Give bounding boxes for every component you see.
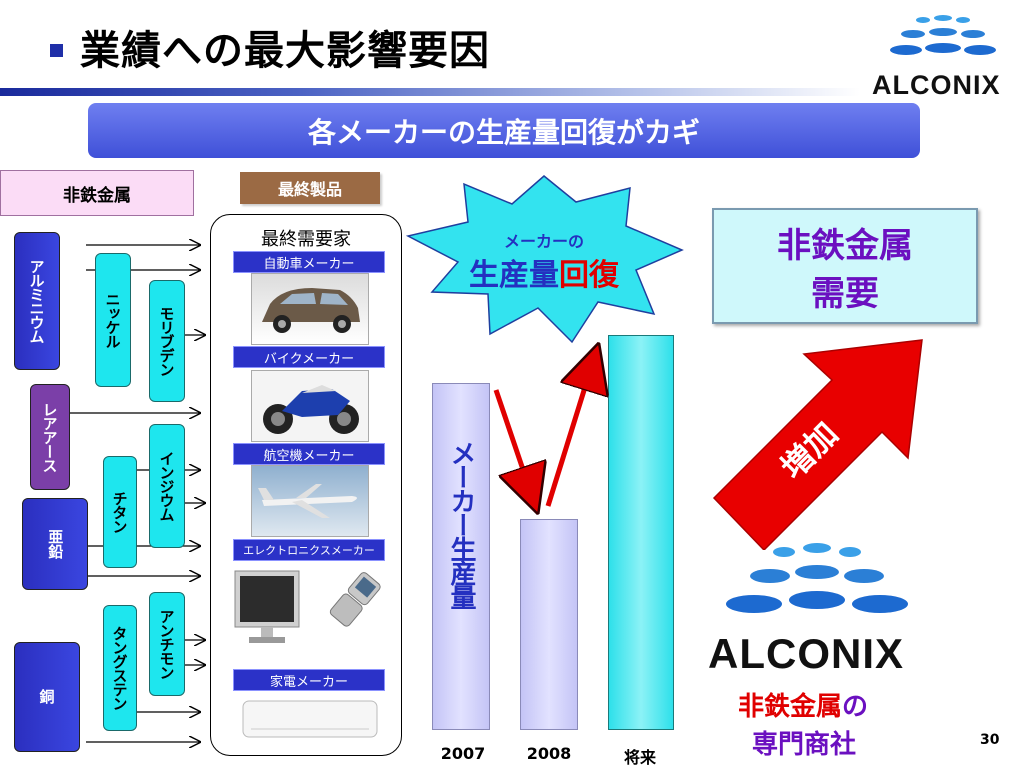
maker-label-appliance: 家電メーカー bbox=[233, 669, 385, 691]
maker-label-bike: バイクメーカー bbox=[233, 346, 385, 368]
metal-rare-earth: レアアース bbox=[30, 384, 70, 490]
metal-titanium: チタン bbox=[103, 456, 137, 568]
airplane-image bbox=[251, 465, 369, 537]
trading-company-line2: 専門商社 bbox=[752, 730, 857, 760]
burst-line2: 生産量回復 bbox=[404, 250, 684, 294]
alconix-wordmark-bottom: ALCONIX bbox=[708, 630, 904, 677]
nonferrous-demand-box: 非鉄金属 需要 bbox=[712, 208, 978, 324]
demand-line2: 需要 bbox=[811, 274, 879, 314]
burst-recovery: 回復 bbox=[559, 258, 619, 293]
trading-company-line1: 非鉄金属の bbox=[738, 686, 868, 723]
metal-nickel: ニッケル bbox=[95, 253, 131, 387]
increase-arrow: 増加 bbox=[700, 330, 940, 552]
alconix-wordmark-top: ALCONIX bbox=[872, 70, 1001, 100]
alconix-logo-bottom: ALCONIX bbox=[704, 536, 930, 677]
bar-2008 bbox=[520, 519, 578, 730]
maker-label-electronics: エレクトロニクスメーカー bbox=[233, 539, 385, 561]
metal-zinc: 亜鉛 bbox=[22, 498, 88, 590]
trading-no: の bbox=[842, 692, 869, 722]
burst-production: 生産量 bbox=[469, 258, 559, 293]
metal-tungsten: タングステン bbox=[103, 605, 137, 731]
bar-future bbox=[608, 335, 674, 730]
final-demand-panel: 最終需要家 自動車メーカー バイクメーカー 航空機メーカー エレクトロニクスメー… bbox=[210, 214, 402, 756]
air-conditioner-image bbox=[241, 697, 381, 743]
monitor-icon bbox=[234, 570, 300, 643]
alconix-logo-mark-large-icon bbox=[726, 543, 908, 613]
metal-indium: インジウム bbox=[149, 424, 185, 548]
year-label-future: 将来 bbox=[623, 748, 656, 767]
demand-line1: 非鉄金属 bbox=[777, 226, 913, 266]
metal-aluminum: アルミニウム bbox=[14, 232, 60, 370]
year-label-2008: 2008 bbox=[526, 744, 572, 763]
mobile-phone-image bbox=[323, 569, 389, 631]
increase-arrow-icon bbox=[712, 339, 923, 552]
page-title: 業績への最大影響要因 bbox=[80, 28, 490, 74]
alconix-logo-top: ALCONIX bbox=[868, 10, 1018, 100]
monitor-image bbox=[233, 567, 303, 649]
metal-molybdenum: モリブデン bbox=[149, 280, 185, 402]
final-products-label: 最終製品 bbox=[240, 172, 380, 204]
airplane-icon bbox=[258, 484, 357, 518]
motorcycle-image bbox=[251, 370, 369, 442]
car-icon bbox=[262, 288, 360, 333]
nonferrous-metals-header: 非鉄金属 bbox=[0, 170, 194, 216]
maker-label-aircraft: 航空機メーカー bbox=[233, 443, 385, 465]
page-number: 30 bbox=[980, 732, 1000, 748]
burst-line1: メーカーの bbox=[503, 232, 584, 251]
production-recovery-burst: メーカーの 生産量回復 bbox=[404, 174, 684, 344]
title-bullet bbox=[50, 44, 63, 57]
key-message-banner: 各メーカーの生産量回復がカギ bbox=[88, 103, 920, 158]
title-rule bbox=[0, 88, 860, 96]
bar-label-production: メーカー生産量 bbox=[446, 440, 476, 608]
car-image bbox=[251, 273, 369, 345]
maker-label-auto: 自動車メーカー bbox=[233, 251, 385, 273]
alconix-logo-mark-icon bbox=[890, 15, 996, 55]
year-label-2007: 2007 bbox=[440, 744, 486, 763]
metal-copper: 銅 bbox=[14, 642, 80, 752]
burst-shape-icon bbox=[405, 175, 684, 344]
air-conditioner-icon bbox=[242, 700, 378, 738]
bar-2007 bbox=[432, 383, 490, 730]
trading-nonferrous: 非鉄金属 bbox=[738, 692, 843, 722]
final-demand-heading: 最終需要家 bbox=[261, 229, 351, 250]
metal-antimony: アンチモン bbox=[149, 592, 185, 696]
mobile-phone-icon bbox=[329, 572, 381, 627]
motorcycle-icon bbox=[263, 385, 359, 434]
